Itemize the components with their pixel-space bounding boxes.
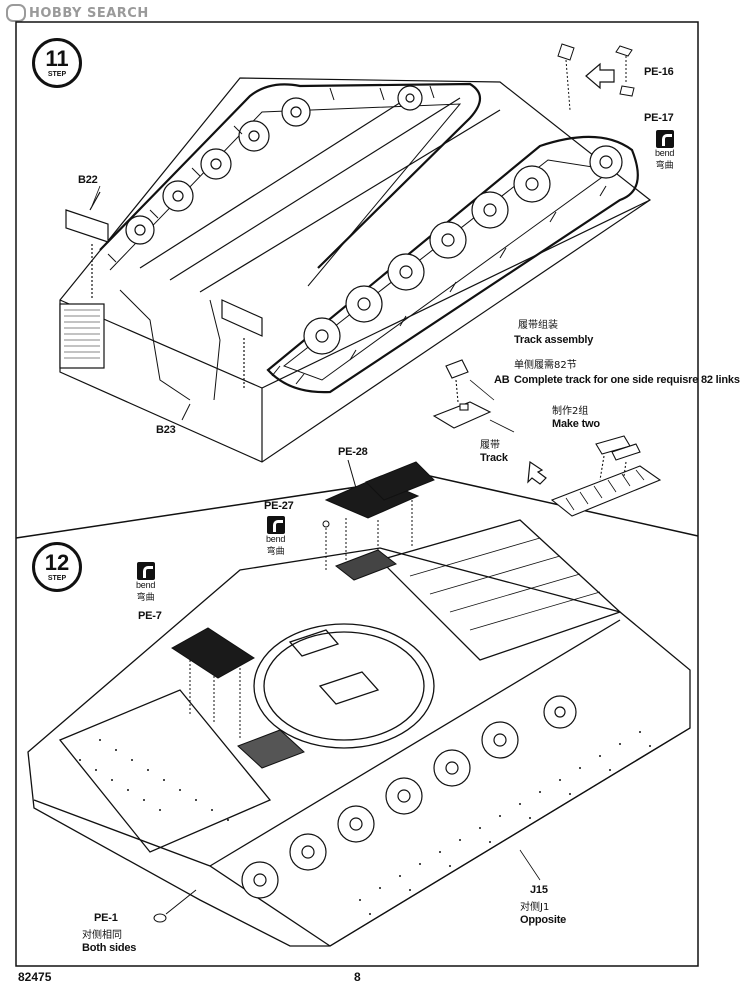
links-cn: 单侧履需82节 xyxy=(514,360,577,371)
make-two-cn: 制作2组 xyxy=(552,406,589,417)
step-11-badge: 11 STEP xyxy=(32,38,82,88)
road-wheels-upper xyxy=(125,85,423,245)
arrow-icon xyxy=(527,62,615,485)
track-leader xyxy=(489,419,515,433)
watermark-logo: HOBBY SEARCH xyxy=(6,4,149,22)
part-b23 xyxy=(119,289,221,421)
track-cn: 履带 xyxy=(480,440,500,451)
track-assembly-en: Track assembly xyxy=(514,334,594,346)
make-two-en: Make two xyxy=(552,418,600,430)
opposite-cn: 对侧J1 xyxy=(520,902,550,913)
hull-step12 xyxy=(27,519,691,947)
step-11-word: STEP xyxy=(47,70,67,78)
part-pe7 xyxy=(171,627,305,769)
label-pe17: PE-17 xyxy=(644,112,674,124)
step-12-badge: 12 STEP xyxy=(32,542,82,592)
product-code: 82475 xyxy=(18,970,52,984)
bend-en-step11: bend xyxy=(655,148,675,158)
bend-callout-pe27: bend 弯曲 xyxy=(266,516,285,557)
both-sides-en: Both sides xyxy=(82,942,137,954)
road-wheels-lower xyxy=(303,145,623,355)
part-pe28 xyxy=(324,459,435,581)
track-link-parts xyxy=(432,359,662,517)
bend-icon-pe27 xyxy=(266,516,285,534)
b22-leader xyxy=(91,185,101,207)
bend-cn-pe27: 弯曲 xyxy=(266,547,285,557)
watermark-text: HOBBY SEARCH xyxy=(29,5,149,21)
bend-callout-step11: bend 弯曲 xyxy=(655,130,674,171)
label-pe1: PE-1 xyxy=(94,912,118,924)
label-b23: B23 xyxy=(156,424,176,436)
label-j15: J15 xyxy=(530,884,548,896)
armor-rivets xyxy=(79,731,651,915)
ab-leader xyxy=(469,379,495,401)
bend-cn-step11: 弯曲 xyxy=(655,161,674,171)
bend-en-pe7: bend xyxy=(136,580,156,590)
bend-callout-pe7: bend 弯曲 xyxy=(136,562,155,603)
track-en: Track xyxy=(480,452,508,464)
label-ab: AB xyxy=(494,374,510,386)
road-wheels-step12 xyxy=(241,695,577,899)
both-sides-cn: 对侧相同 xyxy=(82,930,122,941)
part-pe27 xyxy=(322,520,330,570)
bend-en-pe27: bend xyxy=(266,534,286,544)
instruction-illustration xyxy=(15,21,699,967)
track-links xyxy=(107,85,607,385)
label-pe16: PE-16 xyxy=(644,66,674,78)
watermark-icon xyxy=(6,4,26,22)
opposite-en: Opposite xyxy=(520,914,567,926)
label-b22: B22 xyxy=(78,174,98,186)
page-frame xyxy=(15,21,699,967)
links-en: Complete track for one side requisre 82 … xyxy=(514,374,740,386)
track-assembly-cn: 履带组装 xyxy=(518,320,558,331)
part-pe1 xyxy=(153,889,197,923)
step-12-number: 12 xyxy=(44,549,70,575)
step-11-number: 11 xyxy=(45,45,69,71)
bend-icon xyxy=(655,130,674,148)
step-12-word: STEP xyxy=(47,574,67,582)
label-pe27: PE-27 xyxy=(264,500,294,512)
j15-leader xyxy=(519,849,541,881)
label-pe7: PE-7 xyxy=(138,610,162,622)
bend-icon-pe7 xyxy=(136,562,155,580)
page-number: 8 xyxy=(354,970,361,984)
label-pe28: PE-28 xyxy=(338,446,368,458)
part-pe16-pe17 xyxy=(557,43,635,111)
part-b22 xyxy=(65,191,263,390)
bend-cn-pe7: 弯曲 xyxy=(136,593,155,603)
